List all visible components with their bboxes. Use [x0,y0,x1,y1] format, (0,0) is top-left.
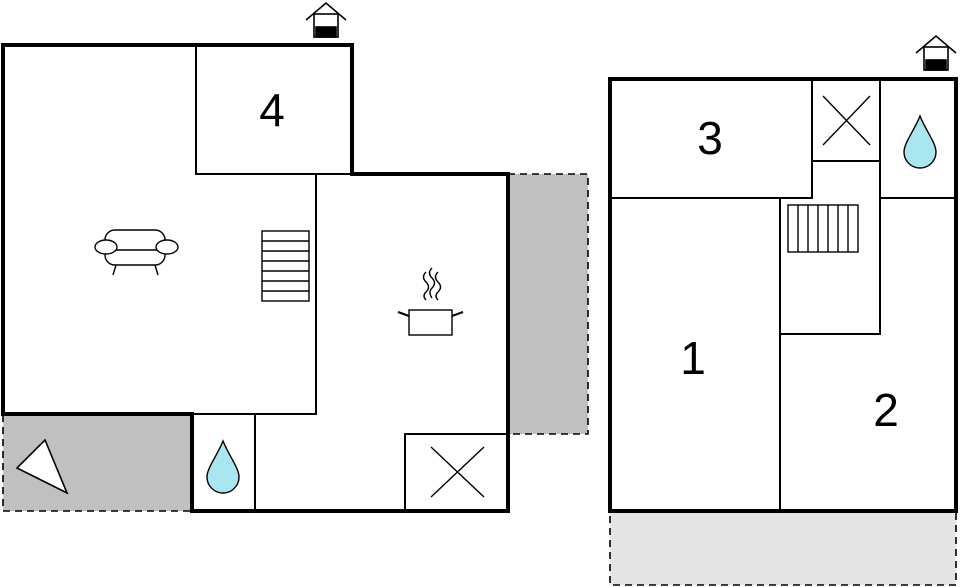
room-label-1: 1 [680,332,706,384]
cross-icon [430,446,485,498]
stairs-icon [787,204,859,253]
water-drop-icon [903,114,937,169]
room-label-3: 3 [697,112,723,164]
balcony [609,510,957,586]
house-entrance-icon [305,1,347,38]
floor-left: 4 [1,1,589,513]
sofa-icon [94,229,179,276]
cross-icon [822,95,871,146]
room-label-4: 4 [259,84,285,136]
exterior-wall-right [608,77,958,513]
interior-walls-left [192,45,509,512]
terrace-side [507,173,589,435]
water-drop-icon [206,439,240,494]
cooking-pot-icon [397,267,464,336]
interior-walls-right [610,78,956,511]
stairs-icon [261,230,310,302]
floor-right: 3 1 2 [608,34,958,586]
room-label-2: 2 [873,384,899,436]
house-entrance-icon [915,34,957,71]
flag-icon [15,438,69,495]
